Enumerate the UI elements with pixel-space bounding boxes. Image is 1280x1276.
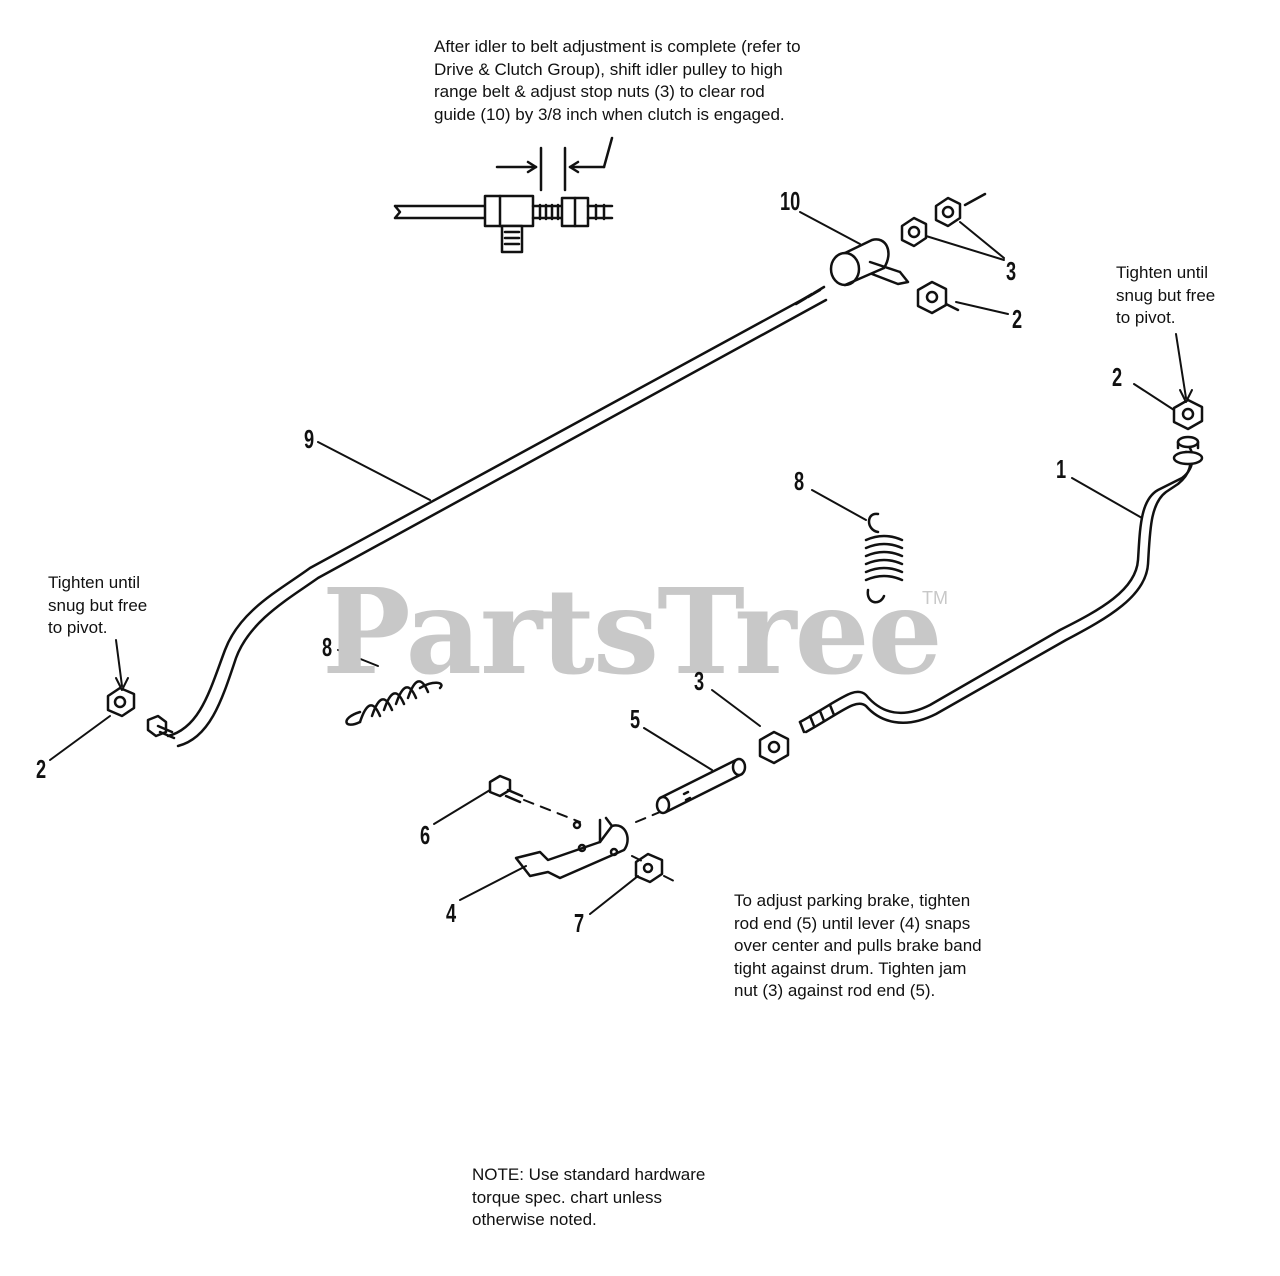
bolt-part-6 <box>488 774 524 804</box>
assembly-dashed-lines <box>523 799 677 883</box>
lever-part-4 <box>514 816 629 880</box>
callout-2-right: 2 <box>1112 362 1123 392</box>
callout-10: 10 <box>780 186 801 216</box>
callout-7: 7 <box>574 908 585 938</box>
callout-2-left: 2 <box>36 754 47 784</box>
callout-1: 1 <box>1056 454 1067 484</box>
note-idler-adjustment: After idler to belt adjustment is comple… <box>434 37 801 124</box>
callout-3-mid: 3 <box>694 666 705 696</box>
spring-part-8-top <box>864 512 904 604</box>
callout-8-top: 8 <box>794 466 805 496</box>
adjustment-inset-detail <box>393 136 614 254</box>
tighten-arrows <box>115 333 1193 691</box>
note-tighten-right: Tighten until snug but free to pivot. <box>1116 263 1216 327</box>
rod-part-9 <box>166 285 828 748</box>
rod-end-part-5 <box>655 757 747 815</box>
callout-9: 9 <box>304 424 315 454</box>
trademark-mark: TM <box>922 588 948 608</box>
spring-part-8-left <box>345 680 443 726</box>
brand-watermark: PartsTree <box>322 562 943 701</box>
callout-2-top: 2 <box>1012 304 1023 334</box>
callout-4: 4 <box>446 898 457 928</box>
stop-nuts-part-3-top <box>900 192 987 248</box>
rod-guide-part-10 <box>829 238 910 287</box>
callout-6: 6 <box>420 820 431 850</box>
note-hardware-torque: NOTE: Use standard hardware torque spec.… <box>472 1165 706 1229</box>
callout-5: 5 <box>630 704 641 734</box>
callout-3-top: 3 <box>1006 256 1017 286</box>
jam-nut-part-3 <box>758 730 790 765</box>
nut-part-2-top <box>916 280 960 315</box>
nut-part-2-left <box>106 686 176 740</box>
rod-part-1 <box>798 438 1194 734</box>
leader-lines <box>49 211 1175 915</box>
note-tighten-left: Tighten until snug but free to pivot. <box>48 573 148 637</box>
callout-8-left: 8 <box>322 632 333 662</box>
nut-part-2-right <box>1172 398 1204 466</box>
nut-part-7 <box>634 852 664 884</box>
note-parking-brake: To adjust parking brake, tighten rod end… <box>734 891 982 1000</box>
